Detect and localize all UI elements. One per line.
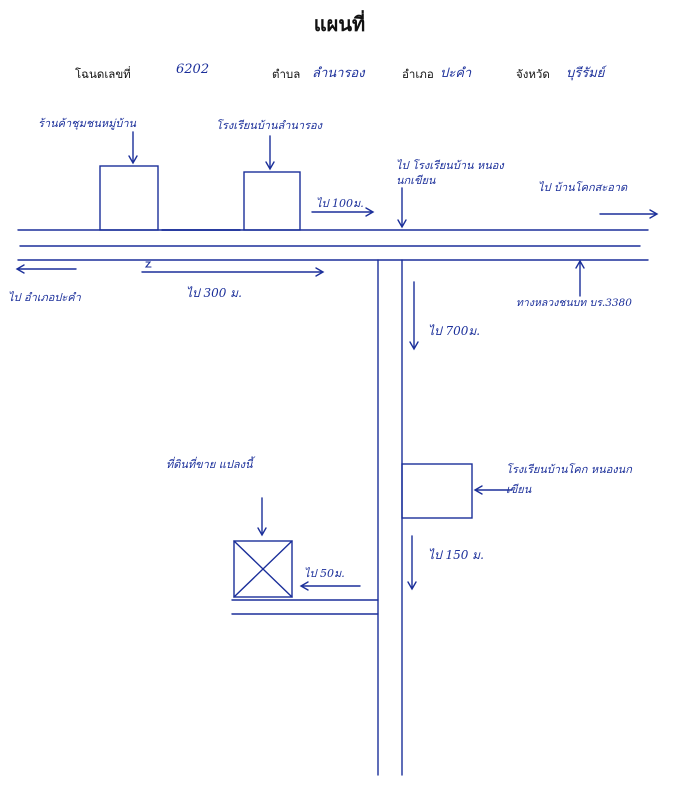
building-1-arrowhead bbox=[128, 155, 138, 165]
junction-label: ไป โรงเรียนบ้าน หนองนกเขียน bbox=[396, 159, 504, 187]
label-100m: ไป 100ม. bbox=[316, 197, 364, 210]
label-300m: ไป 300 ม. bbox=[186, 286, 242, 300]
building-2 bbox=[243, 171, 301, 231]
building-1 bbox=[99, 165, 159, 231]
label-700m: ไป 700ม. bbox=[428, 324, 481, 338]
province-value: บุรีรัมย์ bbox=[566, 66, 605, 81]
province-label: จังหวัด bbox=[516, 67, 550, 81]
building-2-label: โรงเรียนบ้านลำนารอง bbox=[216, 119, 322, 132]
label-50m: ไป 50ม. bbox=[304, 567, 345, 580]
subdistrict-value: ลำนารอง bbox=[312, 66, 365, 81]
deed-number-label: โฉนดเลขที่ bbox=[75, 67, 131, 81]
label-right: ไป บ้านโคกสะอาด bbox=[538, 181, 628, 194]
label-150m: ไป 150 ม. bbox=[428, 548, 484, 562]
building-right bbox=[401, 463, 473, 519]
page-title: แผนที่ bbox=[313, 12, 366, 36]
subdistrict-label: ตำบล bbox=[272, 67, 301, 81]
district-label: อำเภอ bbox=[402, 67, 434, 81]
district-value: ปะคำ bbox=[440, 66, 472, 81]
building-2-arrowhead bbox=[265, 161, 275, 171]
right-building-label: โรงเรียนบ้านโคก หนองนกเขียน bbox=[506, 463, 632, 496]
label-left: ไป อำเภอปะคำ bbox=[8, 291, 81, 304]
deed-number-value: 6202 bbox=[176, 62, 210, 77]
land-plot bbox=[233, 540, 293, 598]
road-number-label: ทางหลวงชนบท บร.3380 bbox=[516, 297, 632, 309]
building-1-label: ร้านค้าชุมชนหมู่บ้าน bbox=[38, 117, 137, 130]
plot-label: ที่ดินที่ขาย แปลงนี้ bbox=[166, 458, 253, 471]
